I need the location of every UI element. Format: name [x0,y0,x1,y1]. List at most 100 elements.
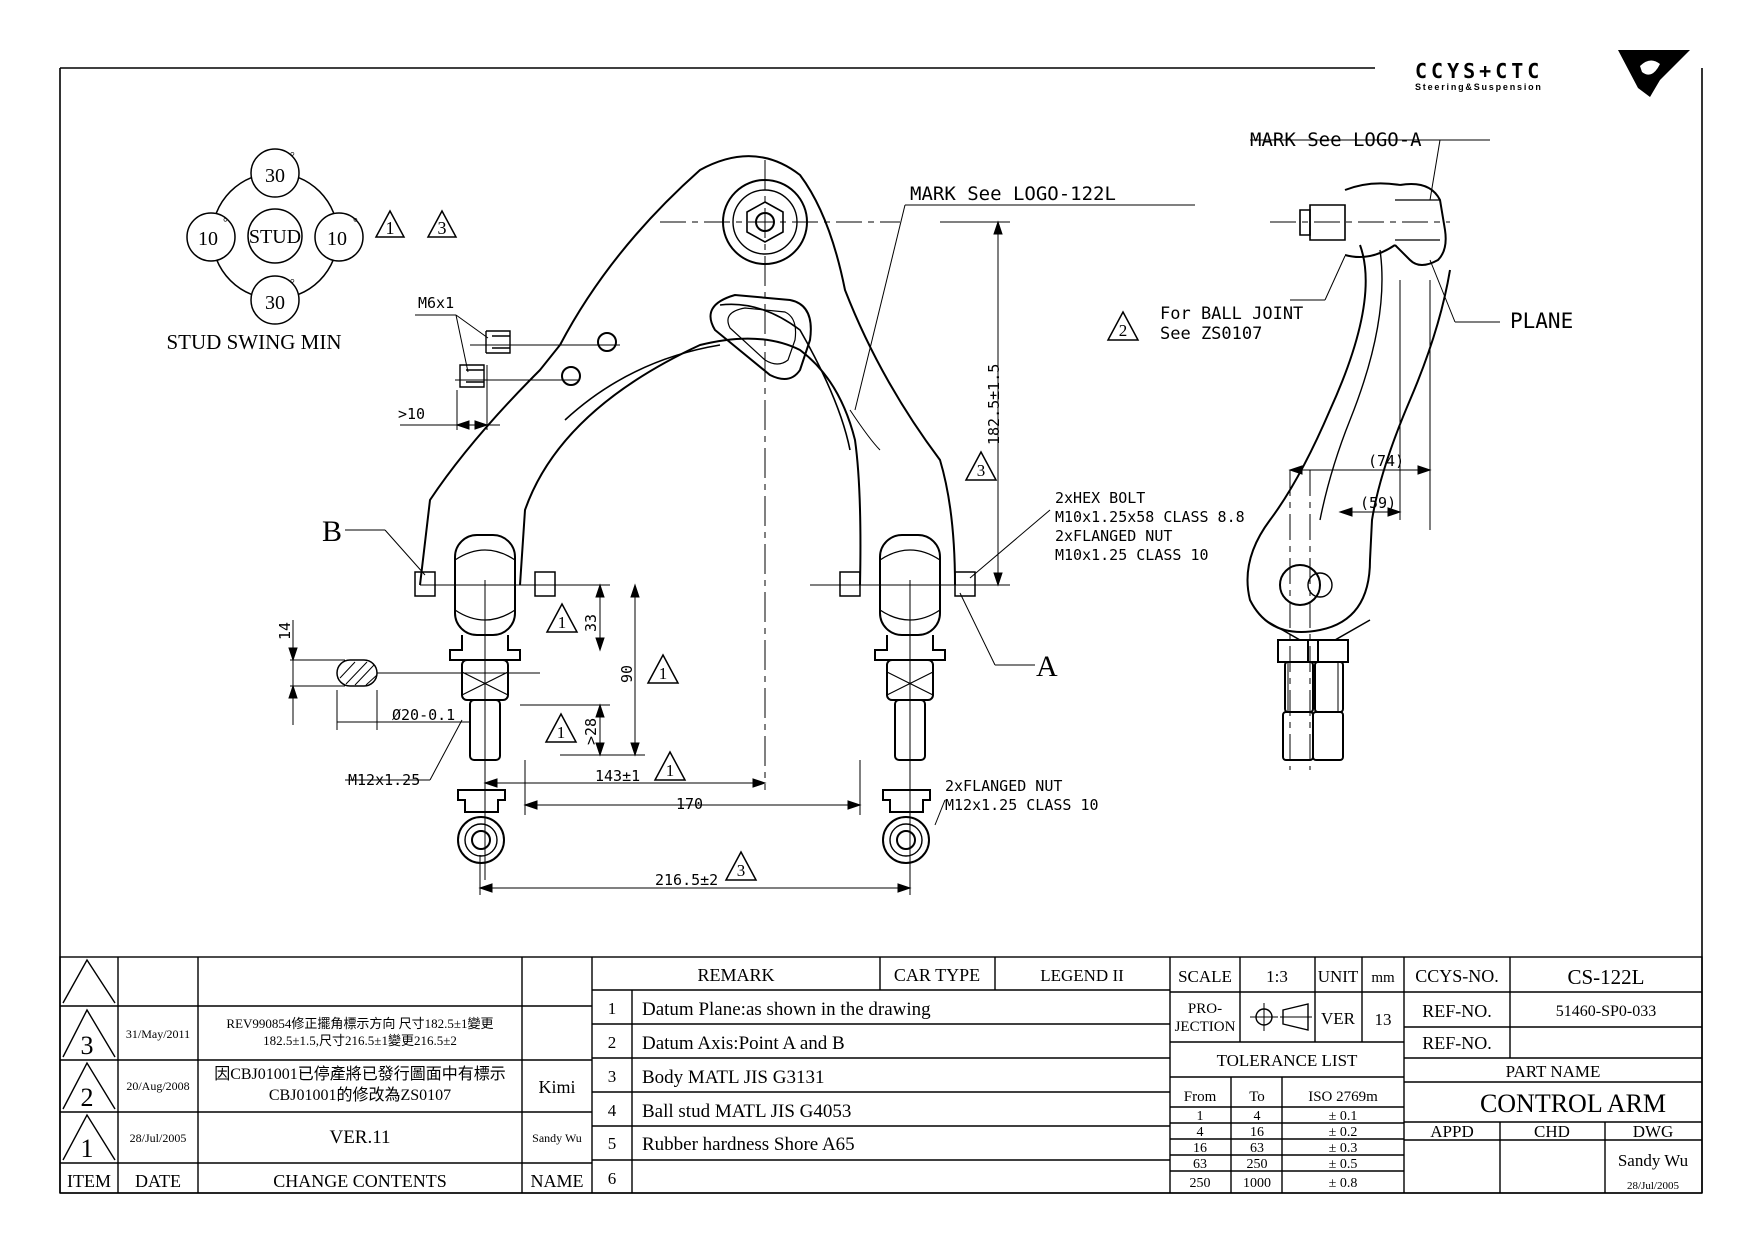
swing-left-value: 10 [198,228,218,250]
dwg-name: Sandy Wu [1618,1151,1689,1170]
remark-text: Body MATL JIS G3131 [642,1067,824,1088]
m6x1-label: M6x1 [418,294,454,312]
dwg-label: DWG [1633,1122,1674,1141]
rev-name: Kimi [538,1077,575,1097]
remark-text: Datum Axis:Point A and B [642,1033,845,1054]
flanged-nut-callout: 2xFLANGED NUT [1055,527,1172,545]
control-arm-side-view [1246,182,1451,761]
ball-joint-rev-mark: 2 [1119,321,1128,340]
point-a-label: A [1036,650,1058,683]
dim-2165: 216.5±2 [655,871,718,889]
remark-header: REMARK [697,965,774,985]
stud-swing-caption: STUD SWING MIN [167,330,342,354]
rev-item: 1 [81,1134,94,1163]
ref-no-value: 51460-SP0-033 [1556,1003,1656,1020]
tol-value: ± 0.8 [1329,1176,1358,1191]
flanged-nut-m12-spec: M12x1.25 CLASS 10 [945,796,1099,814]
ball-joint-callout: For BALL JOINT [1160,304,1303,324]
swing-right-value: 10 [327,228,347,250]
svg-text:3: 3 [977,461,986,480]
remark-no: 1 [608,999,617,1018]
rev-date: 28/Jul/2005 [130,1131,187,1145]
rev-change-line1: 因CBJ01001已停產將已發行圖面中有標示 [214,1065,506,1083]
degree-symbol: ° [290,276,295,290]
rev-date: 31/May/2011 [126,1027,190,1041]
rev-item: 2 [81,1083,94,1112]
mark-logo-a-callout: MARK See LOGO-A [1250,129,1422,151]
logo-tagline: Steering&Suspension [1415,82,1543,92]
svg-text:3: 3 [737,861,746,880]
dwg-date: 28/Jul/2005 [1627,1180,1679,1192]
degree-symbol: ° [353,215,358,229]
swing-top-value: 30 [265,165,285,187]
ver-value: 13 [1375,1010,1392,1029]
scale-value: 1:3 [1266,967,1288,986]
rev-item: 3 [81,1031,94,1060]
tol-from-header: From [1184,1089,1217,1105]
dim-33: 33 [582,614,600,632]
tol-value: ± 0.5 [1329,1157,1358,1172]
hex-bolt-callout: 2xHEX BOLT [1055,489,1145,507]
tol-value: ± 0.1 [1329,1109,1358,1124]
ball-joint-ref: See ZS0107 [1160,324,1262,344]
remark-text: Rubber hardness Shore A65 [642,1134,855,1155]
svg-text:1: 1 [557,723,566,742]
dim-74: (74) [1368,452,1404,470]
ref-no-2-label: REF-NO. [1422,1033,1492,1053]
chd-label: CHD [1534,1122,1570,1141]
stud-label: STUD [249,226,301,248]
swing-bottom-value: 30 [265,292,285,314]
brand-logo: CCYS+CTC Steering&Suspension [1415,50,1690,97]
point-b-label: B [322,515,342,548]
tol-from: 1 [1197,1109,1204,1124]
plane-label: PLANE [1510,309,1573,333]
svg-text:1: 1 [558,613,567,632]
tol-to-header: To [1249,1089,1265,1105]
rev-name: Sandy Wu [532,1131,582,1145]
tol-to: 63 [1250,1141,1264,1156]
rev-mark: 3 [438,218,447,238]
ccys-no-value: CS-122L [1567,965,1644,989]
flanged-nut-spec: M10x1.25 CLASS 10 [1055,546,1209,564]
flanged-nut-m12-callout: 2xFLANGED NUT [945,777,1062,795]
tol-from: 16 [1193,1141,1207,1156]
unit-value: mm [1371,970,1395,986]
dim-gt10: >10 [398,405,425,423]
dim-170: 170 [676,795,703,813]
stud-swing-diagram [186,148,458,325]
rev-change-line2: 182.5±1.5,尺寸216.5±1變更216.5±2 [263,1033,457,1048]
unit-label: UNIT [1318,967,1359,986]
m12-label: M12x1.25 [348,771,420,789]
part-name-value: CONTROL ARM [1480,1089,1666,1118]
projection-label: PRO- [1188,1001,1222,1017]
remark-text: Datum Plane:as shown in the drawing [642,999,931,1020]
logo-mark-icon [1618,50,1690,97]
rev-change-line2: CBJ01001的修改為ZS0107 [269,1086,451,1104]
rev-item-header: ITEM [67,1171,111,1191]
tol-from: 4 [1197,1125,1204,1140]
remark-no: 2 [608,1033,617,1052]
remark-text: Ball stud MATL JIS G4053 [642,1101,851,1122]
logo-brand: CCYS+CTC [1415,59,1543,83]
tol-to: 4 [1254,1109,1261,1124]
degree-symbol: ° [290,149,295,163]
tolerance-list-title: TOLERANCE LIST [1217,1051,1358,1070]
appd-label: APPD [1430,1122,1473,1141]
tol-iso-header: ISO 2769m [1308,1089,1378,1105]
part-name-label: PART NAME [1506,1062,1601,1081]
ccys-no-label: CCYS-NO. [1415,966,1499,986]
legend-header: LEGEND II [1040,966,1124,985]
title-block-grid [59,956,1703,1194]
dim-143: 143±1 [595,767,640,785]
car-type-header: CAR TYPE [894,965,980,985]
dim-28: >28 [582,718,600,745]
ver-label: VER [1321,1009,1356,1028]
tol-value: ± 0.2 [1329,1125,1358,1140]
dim-1825: 182.5±1.5 [985,364,1003,445]
dim-14: 14 [276,622,294,640]
rev-change-header: CHANGE CONTENTS [273,1171,447,1191]
remark-no: 6 [608,1169,617,1188]
rev-date-header: DATE [135,1171,181,1191]
tol-from: 250 [1190,1176,1211,1191]
